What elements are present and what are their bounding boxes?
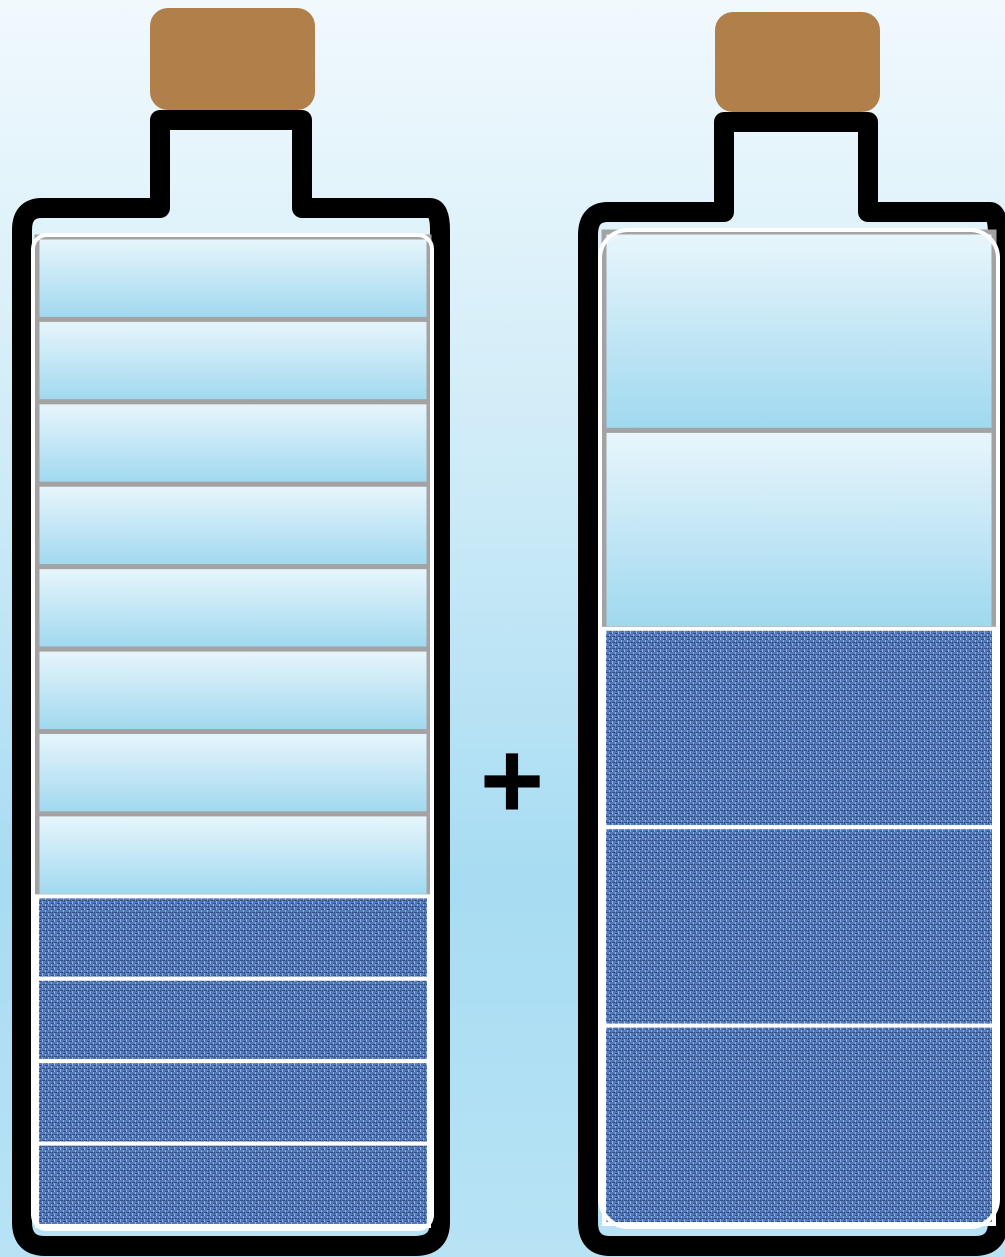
right-bottle-cork: [715, 12, 880, 112]
right-bottle-empty-part: [604, 232, 994, 430]
right-bottle-parts: [604, 232, 994, 1224]
right-bottle-filled-part: [604, 629, 994, 827]
left-bottle-empty-part: [37, 732, 429, 814]
left-bottle-empty-part: [37, 319, 429, 401]
left-bottle-empty-part: [37, 567, 429, 649]
left-bottle: [22, 8, 440, 1246]
left-bottle-filled-part: [37, 1061, 429, 1143]
left-bottle-empty-part: [37, 402, 429, 484]
left-bottle-parts: [37, 237, 429, 1226]
left-bottle-filled-part: [37, 1144, 429, 1226]
left-bottle-empty-part: [37, 649, 429, 731]
right-bottle-filled-part: [604, 1026, 994, 1224]
left-bottle-empty-part: [37, 237, 429, 319]
left-bottle-cork: [150, 8, 315, 110]
right-bottle: [588, 12, 998, 1246]
left-bottle-empty-part: [37, 484, 429, 566]
right-bottle-empty-part: [604, 430, 994, 628]
right-bottle-filled-part: [604, 827, 994, 1025]
left-bottle-empty-part: [37, 814, 429, 896]
left-bottle-filled-part: [37, 979, 429, 1061]
plus-sign: +: [480, 719, 544, 842]
left-bottle-filled-part: [37, 896, 429, 978]
